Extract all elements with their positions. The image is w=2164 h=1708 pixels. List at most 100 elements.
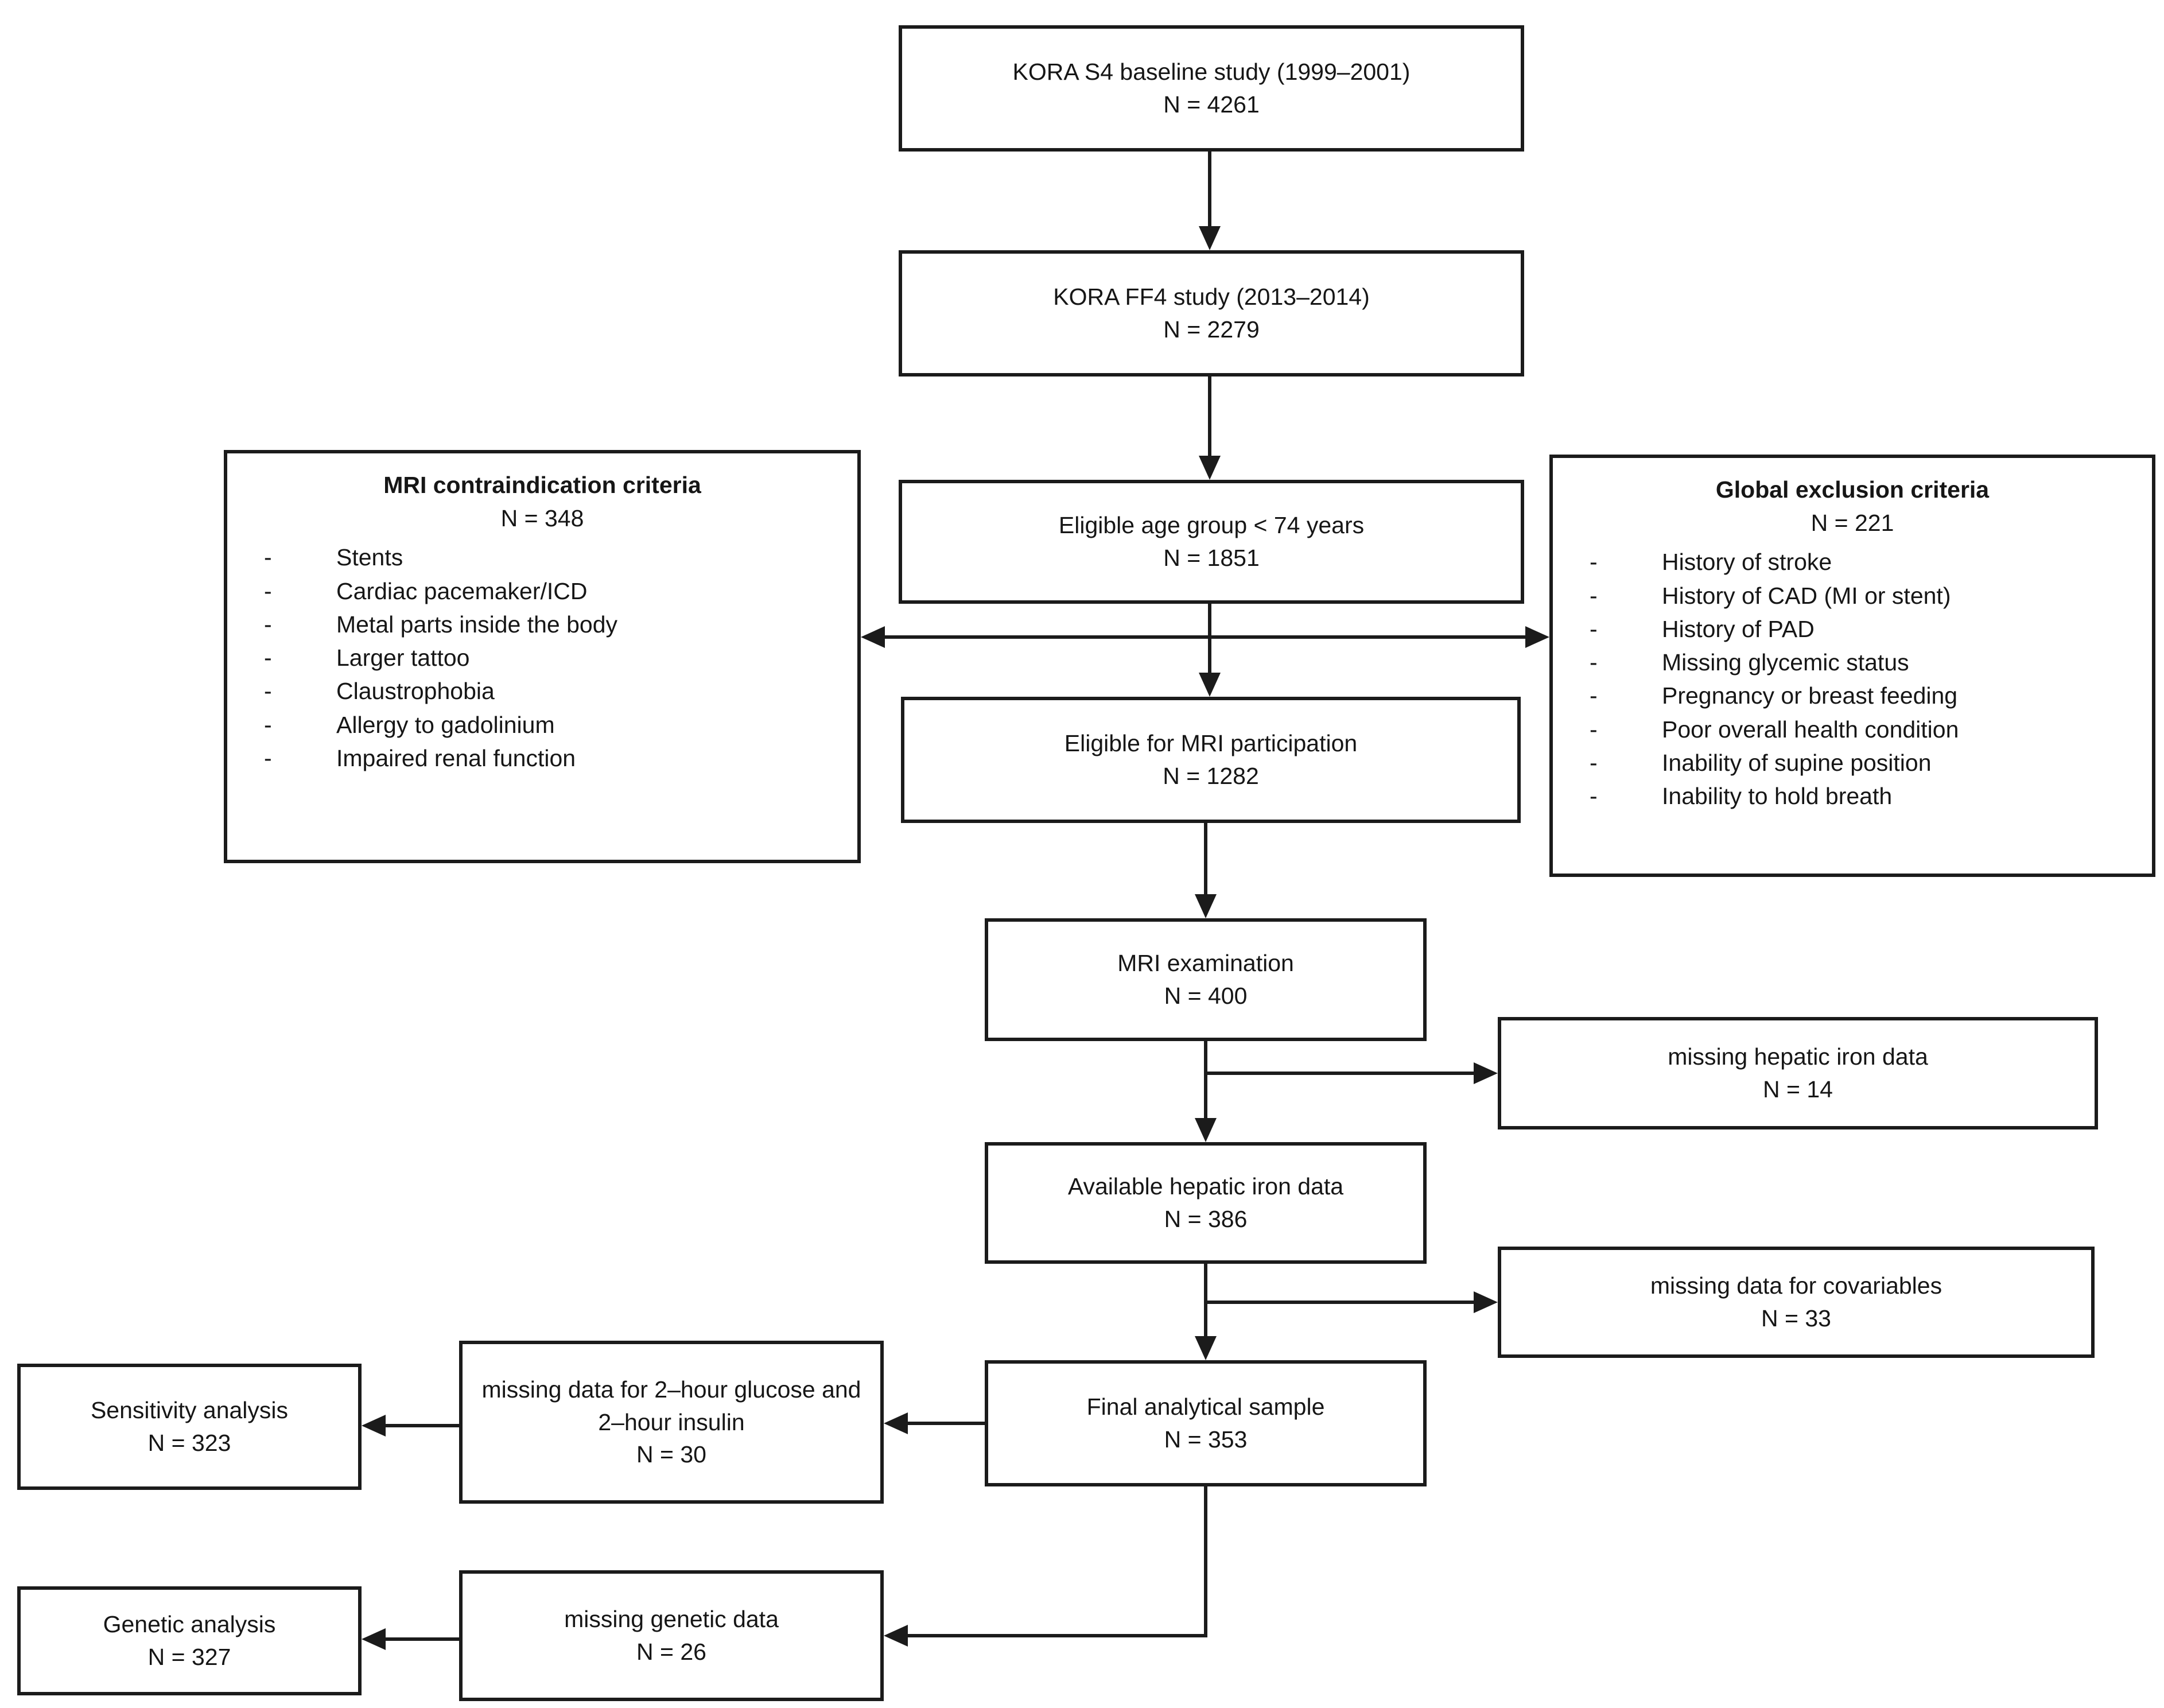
criteria-item: - Inability of supine position xyxy=(1590,746,2146,779)
node-missing-hepatic-iron: missing hepatic iron data N = 14 xyxy=(1498,1017,2098,1129)
arrow-final-elbow-vertical xyxy=(1204,1486,1207,1637)
criteria-item-label: Inability of supine position xyxy=(1662,749,1932,776)
node-n: N = 4261 xyxy=(1163,91,1260,118)
node-eligible-mri-participation: Eligible for MRI participation N = 1282 xyxy=(901,697,1521,823)
node-n: N = 1282 xyxy=(1163,763,1259,789)
node-missing-genetic-data: missing genetic data N = 26 xyxy=(459,1570,884,1701)
criteria-title: Global exclusion criteria xyxy=(1715,476,1990,503)
node-label: missing data for covariables xyxy=(1650,1272,1942,1299)
criteria-item-label: Allergy to gadolinium xyxy=(336,711,555,738)
dash-bullet: - xyxy=(1590,782,1598,809)
node-label: Eligible age group < 74 years xyxy=(1058,512,1365,539)
criteria-item-label: History of CAD (MI or stent) xyxy=(1662,582,1951,609)
criteria-title: MRI contraindication criteria xyxy=(383,472,701,498)
arrowhead-to-missing-hepatic xyxy=(1474,1062,1498,1084)
node-label: missing data for 2–hour glucose and 2–ho… xyxy=(481,1376,861,1435)
arrowhead-to-mri-criteria xyxy=(861,626,885,648)
dash-bullet: - xyxy=(264,611,272,638)
criteria-item: -History of stroke xyxy=(1590,545,2146,579)
arrowhead-exam-to-available xyxy=(1195,1118,1217,1142)
arrowhead-s4-to-ff4 xyxy=(1199,226,1221,250)
arrowhead-to-missing-covariables xyxy=(1474,1291,1498,1313)
node-label: KORA S4 baseline study (1999–2001) xyxy=(1012,59,1411,86)
dash-bullet: - xyxy=(1590,549,1598,576)
criteria-list: -History of stroke - History of CAD (MI o… xyxy=(1553,545,2152,813)
criteria-item: - Allergy to gadolinium xyxy=(264,708,852,742)
criteria-item: -Pregnancy or breast feeding xyxy=(1590,679,2146,712)
criteria-item-label: Metal parts inside the body xyxy=(336,611,617,638)
dash-bullet: - xyxy=(264,711,272,738)
criteria-item-label: Pregnancy or breast feeding xyxy=(1662,682,1958,709)
dash-bullet: - xyxy=(264,577,272,604)
node-genetic-analysis: Genetic analysis N = 327 xyxy=(17,1586,362,1695)
criteria-item: - History of PAD xyxy=(1590,612,2146,646)
arrow-final-elbow-horizontal xyxy=(906,1634,1207,1637)
arrow-missing-genetic-to-genetic-analysis xyxy=(384,1637,459,1641)
arrow-final-to-missing-2h xyxy=(906,1422,985,1425)
arrowhead-available-to-final xyxy=(1195,1336,1217,1360)
node-mri-examination: MRI examination N = 400 xyxy=(985,918,1427,1041)
criteria-n: N = 221 xyxy=(1811,510,1894,537)
criteria-item: - History of CAD (MI or stent) xyxy=(1590,579,2146,612)
criteria-item-label: Cardiac pacemaker/ICD xyxy=(336,577,588,604)
criteria-item: - Claustrophobia xyxy=(264,674,852,708)
dash-bullet: - xyxy=(1590,582,1598,609)
node-available-hepatic-iron: Available hepatic iron data N = 386 xyxy=(985,1142,1427,1264)
node-sensitivity-analysis: Sensitivity analysis N = 323 xyxy=(17,1364,362,1490)
criteria-item-label: Claustrophobia xyxy=(336,678,495,705)
node-label: Final analytical sample xyxy=(1086,1393,1325,1420)
arrow-age-to-mri-participation xyxy=(1208,604,1211,676)
node-missing-2h-glucose-insulin: missing data for 2–hour glucose and 2–ho… xyxy=(459,1341,884,1504)
criteria-item: - Metal parts inside the body xyxy=(264,608,852,641)
arrowhead-missing-genetic-to-genetic-analysis xyxy=(362,1628,386,1650)
arrowhead-final-to-missing-2h xyxy=(884,1412,908,1434)
node-n: N = 323 xyxy=(147,1430,231,1456)
node-eligible-age: Eligible age group < 74 years N = 1851 xyxy=(899,480,1524,604)
criteria-item: -Missing glycemic status xyxy=(1590,646,2146,679)
dash-bullet: - xyxy=(1590,615,1598,642)
criteria-n: N = 348 xyxy=(500,505,584,532)
arrowhead-age-to-mri-participation xyxy=(1199,673,1221,697)
node-n: N = 14 xyxy=(1763,1076,1833,1103)
dash-bullet: - xyxy=(1590,649,1598,676)
node-n: N = 400 xyxy=(1164,983,1248,1009)
criteria-item-label: Larger tattoo xyxy=(336,645,470,671)
criteria-item-label: History of PAD xyxy=(1662,615,1815,642)
node-n: N = 1851 xyxy=(1163,545,1260,571)
criteria-item: -Larger tattoo xyxy=(264,641,852,674)
node-label: Available hepatic iron data xyxy=(1067,1173,1344,1200)
dash-bullet: - xyxy=(264,744,272,771)
dash-bullet: - xyxy=(264,544,272,571)
node-label: KORA FF4 study (2013–2014) xyxy=(1053,284,1370,310)
criteria-item: -Inability to hold breath xyxy=(1590,779,2146,813)
exclusion-crossbar xyxy=(881,635,1529,639)
arrowhead-participation-to-exam xyxy=(1195,894,1217,918)
arrow-ff4-to-age xyxy=(1208,376,1211,459)
arrow-missing-2h-to-sensitivity xyxy=(384,1424,459,1427)
branch-to-missing-covariables xyxy=(1204,1301,1476,1304)
arrow-participation-to-exam xyxy=(1204,823,1207,898)
arrowhead-ff4-to-age xyxy=(1199,456,1221,480)
node-label: missing genetic data xyxy=(564,1606,779,1633)
node-label: missing hepatic iron data xyxy=(1668,1043,1928,1070)
criteria-item-label: Impaired renal function xyxy=(336,744,576,771)
dash-bullet: - xyxy=(264,678,272,705)
node-mri-contraindication-criteria: MRI contraindication criteria N = 348 -S… xyxy=(224,450,861,863)
node-n: N = 33 xyxy=(1761,1305,1831,1332)
node-final-sample: Final analytical sample N = 353 xyxy=(985,1360,1427,1486)
node-n: N = 2279 xyxy=(1163,316,1260,343)
dash-bullet: - xyxy=(1590,716,1598,743)
criteria-item: - Poor overall health condition xyxy=(1590,713,2146,746)
criteria-item: - Cardiac pacemaker/ICD xyxy=(264,574,852,608)
criteria-item-label: Poor overall health condition xyxy=(1662,716,1959,743)
arrow-s4-to-ff4 xyxy=(1208,152,1211,230)
node-n: N = 26 xyxy=(636,1639,706,1665)
node-n: N = 353 xyxy=(1164,1426,1248,1453)
arrow-exam-to-available xyxy=(1204,1041,1207,1121)
node-kora-ff4: KORA FF4 study (2013–2014) N = 2279 xyxy=(899,250,1524,376)
branch-to-missing-hepatic xyxy=(1204,1072,1476,1075)
dash-bullet: - xyxy=(1590,749,1598,776)
criteria-item: - Impaired renal function xyxy=(264,742,852,775)
node-label: Eligible for MRI participation xyxy=(1064,730,1358,757)
